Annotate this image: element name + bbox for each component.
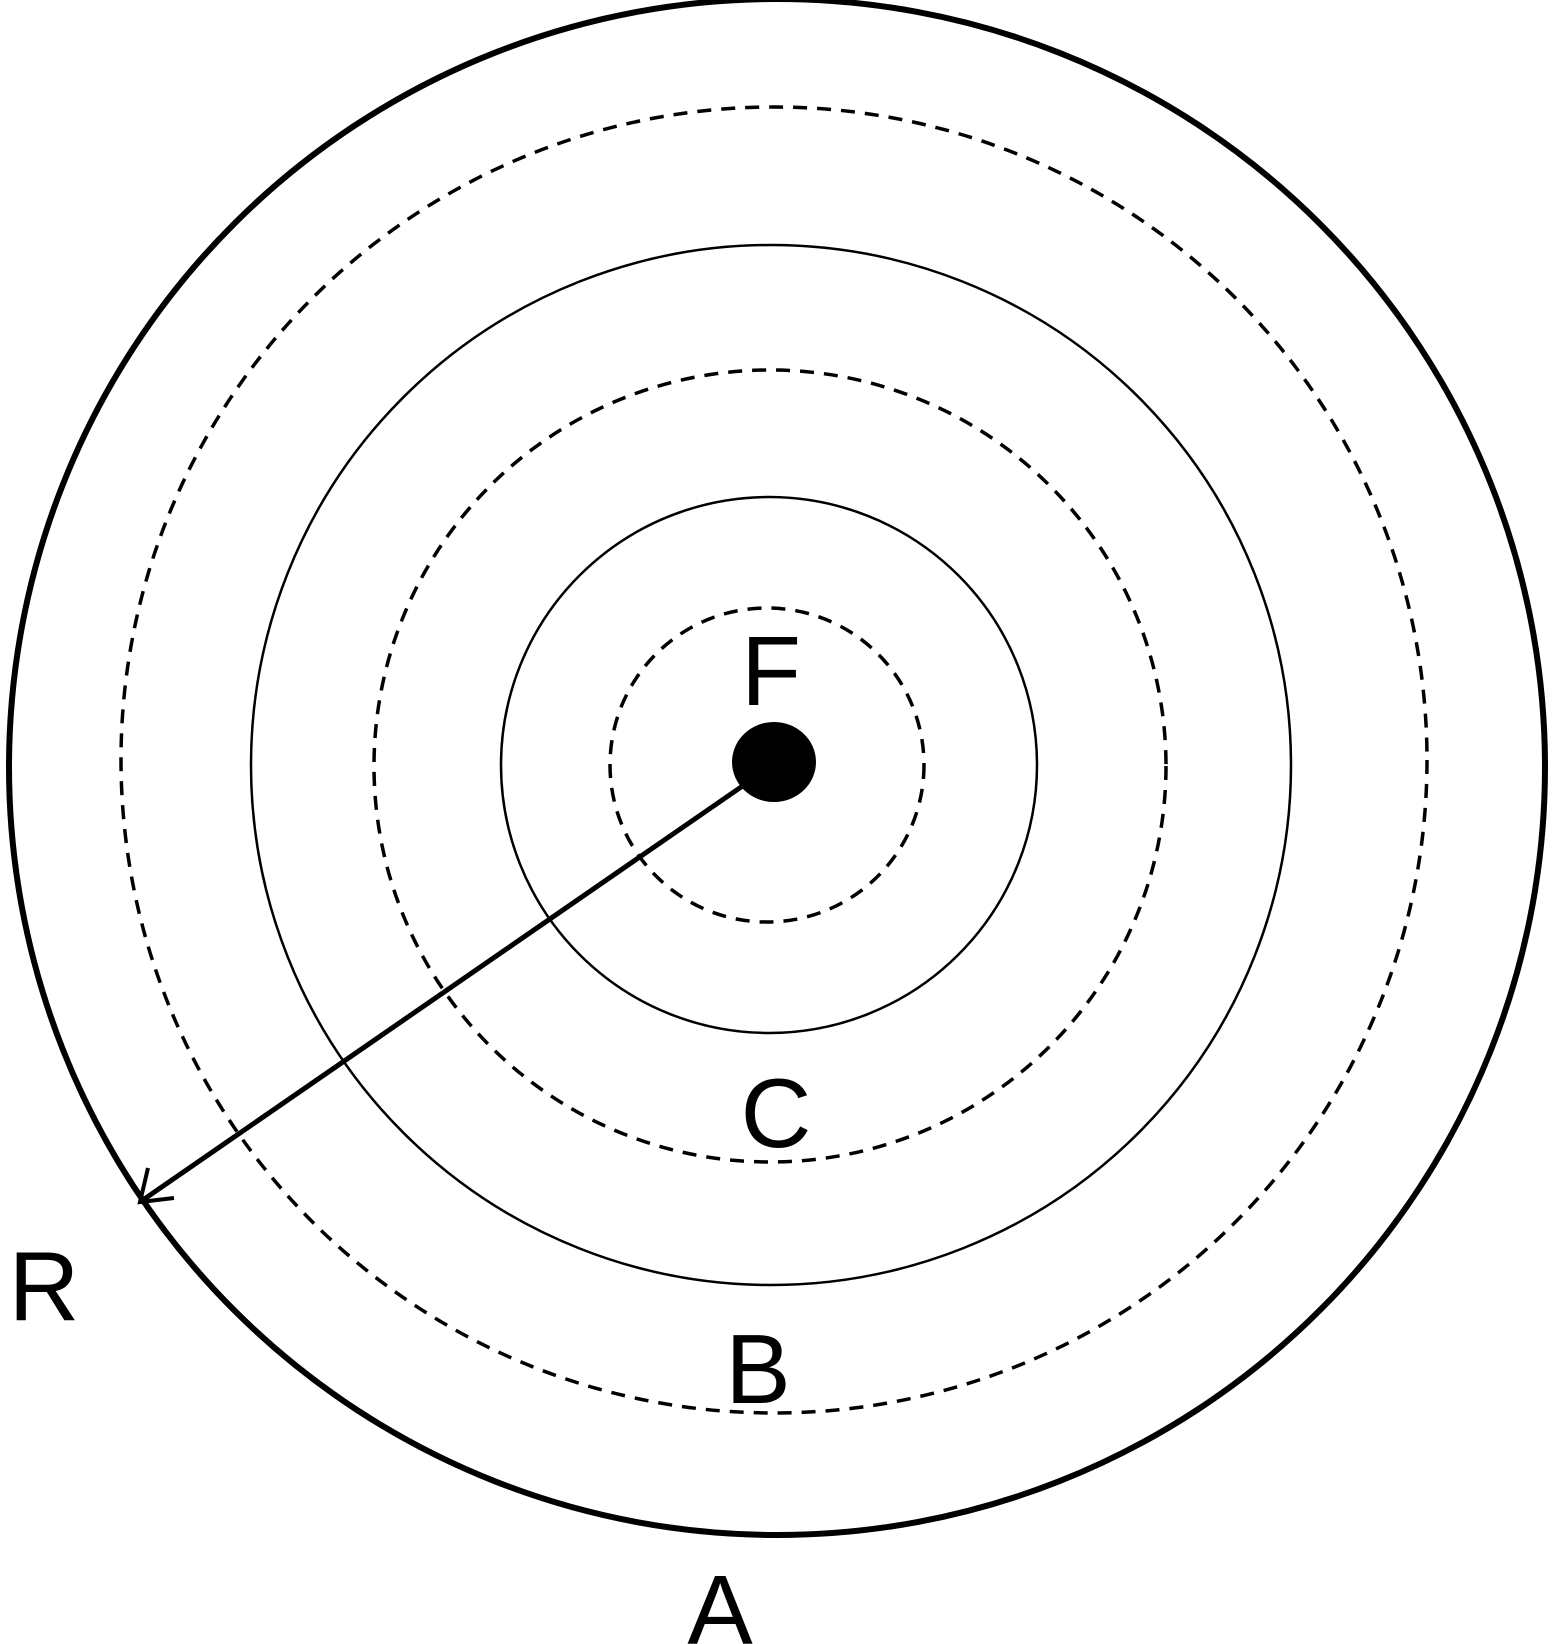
label-c: C	[741, 1058, 812, 1168]
circle-c-dashed	[372, 368, 1168, 1164]
radius-arrowhead	[137, 1167, 175, 1205]
circle-f-dashed	[608, 606, 926, 924]
label-a: A	[687, 1555, 753, 1644]
radius-arrow-line	[138, 782, 746, 1205]
label-f: F	[741, 616, 801, 726]
circle-b-dashed	[119, 105, 1429, 1415]
circle-a-outer	[6, 0, 1548, 1538]
label-r: R	[9, 1231, 80, 1341]
circle-ring-2	[249, 243, 1293, 1287]
circle-ring-1	[499, 495, 1039, 1035]
label-b: B	[725, 1314, 790, 1424]
focus-point	[732, 722, 816, 802]
